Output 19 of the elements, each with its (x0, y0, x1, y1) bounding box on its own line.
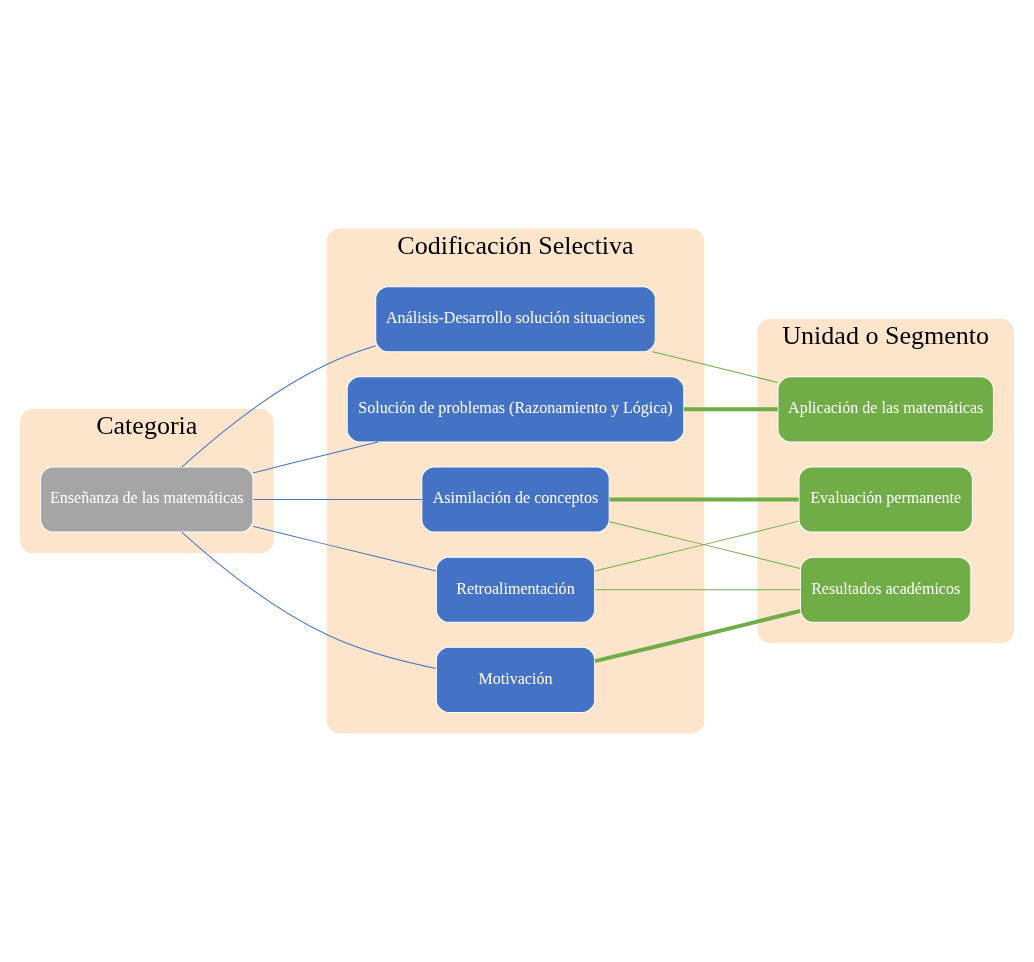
node-box: Análisis-Desarrollo solución situaciones (375, 286, 656, 353)
node-box: Motivación (435, 646, 596, 713)
node-box: Resultados académicos (800, 556, 972, 623)
connector (252, 525, 437, 572)
connector (683, 407, 778, 412)
connector (594, 589, 801, 591)
node-box: Evaluación permanente (798, 466, 973, 533)
node-box: Aplicación de las matemáticas (777, 376, 994, 443)
node-box: Solución de problemas (Razonamiento y Lógica) (346, 376, 685, 443)
node-box: Enseñanza de las matemáticas (40, 466, 254, 533)
connector (652, 351, 779, 383)
node-box: Asimilación de conceptos (421, 466, 610, 533)
connector (594, 609, 801, 664)
connector (252, 441, 379, 474)
node-box: Retroalimentación (435, 556, 596, 623)
connector (252, 499, 423, 501)
connector (181, 345, 377, 468)
connector (609, 497, 799, 502)
connector (181, 531, 437, 669)
